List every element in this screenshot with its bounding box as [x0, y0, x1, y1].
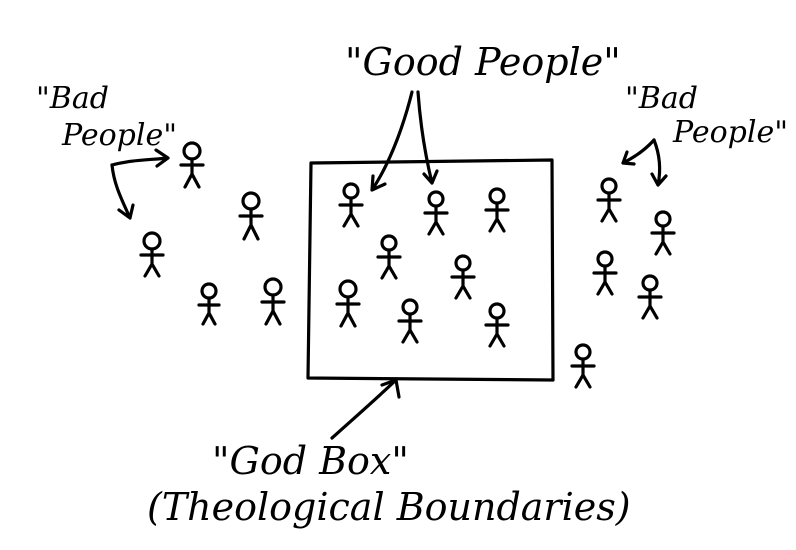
stick-figure-good-6 — [335, 279, 361, 328]
stick-figure-good-4 — [376, 234, 402, 280]
stick-figure-good-3 — [484, 187, 510, 233]
stick-figure-bad-left-5 — [260, 277, 286, 326]
stick-figure-good-7 — [397, 298, 423, 344]
stick-figure-bad-left-2 — [238, 191, 264, 241]
theological-boundaries-label: (Theological Boundaries) — [147, 485, 631, 529]
stick-figure-good-8 — [484, 302, 510, 348]
stick-figure-good-2 — [423, 190, 449, 236]
stick-figure-bad-right-4 — [637, 274, 663, 320]
bad-people-left-arrow-right — [110, 148, 170, 168]
good-people-arrow-left — [370, 90, 414, 192]
god-box-arrow — [330, 378, 401, 440]
good-people-label: "Good People" — [345, 40, 621, 84]
bad-people-right-label-line1: "Bad — [625, 81, 698, 116]
stick-figure-bad-right-5 — [570, 343, 596, 389]
bad-people-left-arrow-down — [110, 163, 135, 220]
stick-figure-bad-right-3 — [592, 250, 618, 296]
bad-people-right-label-line2: People" — [672, 115, 788, 150]
bad-people-right-arrow-down — [650, 138, 668, 187]
stick-figure-bad-right-2 — [650, 210, 676, 256]
stick-figure-good-5 — [450, 254, 476, 300]
god-box-label: "God Box" — [212, 439, 409, 483]
stick-figure-bad-right-1 — [596, 177, 622, 223]
stick-figure-bad-left-4 — [197, 282, 221, 326]
bad-people-left-label-line2: People" — [61, 118, 177, 153]
stick-figure-bad-left-3 — [139, 231, 165, 278]
bad-people-right-arrow-left — [621, 138, 656, 166]
stick-figure-bad-left-1 — [179, 141, 205, 189]
god-box — [306, 158, 555, 382]
stick-figure-good-1 — [338, 182, 364, 228]
good-people-arrow-right — [416, 90, 439, 185]
bad-people-left-label-line1: "Bad — [36, 81, 109, 116]
